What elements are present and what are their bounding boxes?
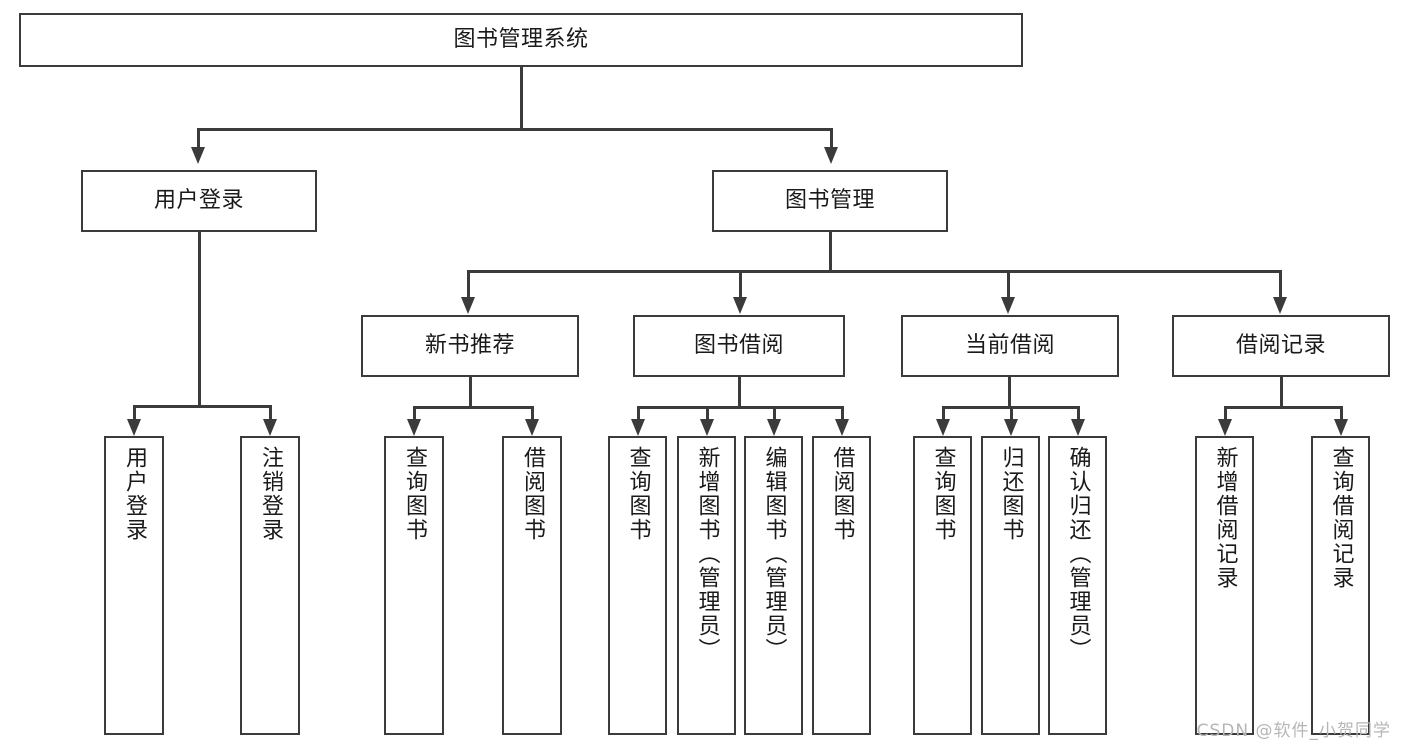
- leaf-logout-login[interactable]: 注销登录: [240, 436, 300, 735]
- arrow-head-bb-leaf-4: [835, 419, 849, 436]
- arrow-head-br-leaf-2: [1334, 419, 1348, 436]
- node-label: 用户登录: [153, 188, 244, 214]
- node-label: 新书推荐: [424, 333, 515, 359]
- leaf-nbr-borrow-books[interactable]: 借阅图书: [502, 436, 562, 735]
- node-label: 借阅记录: [1235, 333, 1326, 359]
- node-label: 查询图书: [402, 446, 427, 542]
- arrow-head-cb-leaf-2: [1004, 419, 1018, 436]
- connector-nbr-drop-2: [531, 406, 534, 420]
- connector-bb-drop-3: [773, 406, 776, 420]
- connector-bb-drop-1: [637, 406, 640, 420]
- connector-cb-drop-3: [1077, 406, 1080, 420]
- node-current-borrow[interactable]: 当前借阅: [901, 315, 1119, 377]
- connector-br-drop-1: [1224, 406, 1227, 420]
- node-book-borrow[interactable]: 图书借阅: [633, 315, 845, 377]
- connector-br-bus: [1224, 406, 1342, 409]
- leaf-cb-confirm-return-admin[interactable]: 确认归还（管理员）: [1048, 436, 1107, 735]
- arrow-head-current-borrow: [1001, 297, 1015, 314]
- connector-bm-drop-2: [739, 270, 742, 298]
- connector-cb-stem: [1008, 377, 1011, 408]
- connector-bm-drop-3: [1007, 270, 1010, 298]
- node-label: 当前借阅: [964, 333, 1055, 359]
- arrow-head-nbr-leaf-1: [407, 419, 421, 436]
- node-label: 查询图书: [625, 446, 651, 542]
- node-label: 新增借阅记录: [1212, 446, 1238, 590]
- csdn-watermark: CSDN @软件_小贺同学: [1196, 721, 1391, 741]
- leaf-br-query-record[interactable]: 查询借阅记录: [1311, 436, 1370, 735]
- connector-root-drop-1: [197, 128, 200, 148]
- connector-bm-drop-4: [1279, 270, 1282, 298]
- node-label: 用户登录: [122, 446, 147, 542]
- arrow-head-leaf-logout-login: [263, 419, 277, 436]
- arrow-head-cb-leaf-3: [1071, 419, 1085, 436]
- connector-bb-bus: [637, 406, 841, 409]
- connector-user-login-stem: [198, 232, 201, 407]
- leaf-bb-edit-book-admin[interactable]: 编辑图书（管理员）: [744, 436, 803, 735]
- arrow-head-bb-leaf-3: [767, 419, 781, 436]
- connector-user-login-drop-1: [133, 405, 136, 420]
- node-label: 借阅图书: [829, 446, 855, 542]
- arrow-head-book-management: [824, 147, 838, 164]
- arrow-head-borrow-record: [1273, 297, 1287, 314]
- node-label: 图书借阅: [693, 333, 784, 359]
- leaf-bb-add-book-admin[interactable]: 新增图书（管理员）: [677, 436, 736, 735]
- connector-bm-drop-1: [467, 270, 470, 298]
- node-root-book-management-system[interactable]: 图书管理系统: [19, 13, 1023, 67]
- connector-root-drop-2: [830, 128, 833, 148]
- connector-root-bus: [197, 128, 832, 131]
- connector-nbr-drop-1: [413, 406, 416, 420]
- connector-book-management-stem: [829, 232, 832, 272]
- connector-user-login-drop-2: [269, 405, 272, 420]
- leaf-bb-query-books[interactable]: 查询图书: [608, 436, 667, 735]
- node-new-book-recommend[interactable]: 新书推荐: [361, 315, 579, 377]
- node-label: 编辑图书（管理员）: [761, 446, 787, 662]
- node-label: 注销登录: [258, 446, 283, 542]
- node-label: 确认归还（管理员）: [1065, 446, 1091, 662]
- leaf-cb-return-books[interactable]: 归还图书: [981, 436, 1040, 735]
- connector-cb-drop-2: [1010, 406, 1013, 420]
- connector-cb-drop-1: [942, 406, 945, 420]
- arrow-head-leaf-user-login: [127, 419, 141, 436]
- node-user-login[interactable]: 用户登录: [81, 170, 317, 232]
- connector-nbr-stem: [469, 377, 472, 408]
- node-label: 图书管理系统: [453, 27, 589, 53]
- node-label: 查询图书: [930, 446, 956, 542]
- leaf-user-login[interactable]: 用户登录: [104, 436, 164, 735]
- leaf-bb-borrow-books[interactable]: 借阅图书: [812, 436, 871, 735]
- node-label: 归还图书: [998, 446, 1024, 542]
- arrow-head-book-borrow: [733, 297, 747, 314]
- connector-br-drop-2: [1340, 406, 1343, 420]
- connector-br-stem: [1280, 377, 1283, 408]
- arrow-head-br-leaf-1: [1218, 419, 1232, 436]
- node-label: 借阅图书: [520, 446, 545, 542]
- node-label: 查询借阅记录: [1328, 446, 1354, 590]
- connector-bb-stem: [738, 377, 741, 408]
- node-book-management[interactable]: 图书管理: [712, 170, 948, 232]
- node-label: 图书管理: [784, 188, 875, 214]
- arrow-head-bb-leaf-2: [700, 419, 714, 436]
- connector-bb-drop-2: [706, 406, 709, 420]
- connector-nbr-bus: [413, 406, 533, 409]
- arrow-head-nbr-leaf-2: [525, 419, 539, 436]
- connector-root-stem: [520, 67, 523, 130]
- connector-user-login-bus: [133, 405, 271, 408]
- arrow-head-new-book-recommend: [461, 297, 475, 314]
- arrow-head-bb-leaf-1: [631, 419, 645, 436]
- node-borrow-record[interactable]: 借阅记录: [1172, 315, 1390, 377]
- leaf-br-add-record[interactable]: 新增借阅记录: [1195, 436, 1254, 735]
- leaf-cb-query-books[interactable]: 查询图书: [913, 436, 972, 735]
- connector-bb-drop-4: [841, 406, 844, 420]
- node-label: 新增图书（管理员）: [694, 446, 720, 662]
- arrow-head-user-login: [191, 147, 205, 164]
- connector-book-management-bus: [467, 270, 1282, 273]
- arrow-head-cb-leaf-1: [936, 419, 950, 436]
- leaf-nbr-query-books[interactable]: 查询图书: [384, 436, 444, 735]
